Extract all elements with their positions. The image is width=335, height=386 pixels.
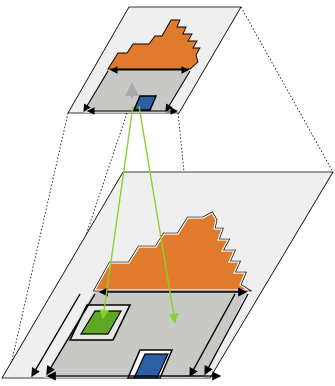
projection-line-right-outer <box>240 6 334 173</box>
bottom-arrow-left-side-2 <box>31 293 81 378</box>
bottom-door <box>133 353 169 379</box>
bottom-window <box>79 310 123 335</box>
bottom-arrow-right-side-2 <box>189 293 236 378</box>
top-arrow-left-side <box>83 70 109 112</box>
top-arrow-right-side <box>165 70 191 112</box>
projection-line-left-inner <box>37 112 128 379</box>
link-line-to-window <box>99 105 134 320</box>
top-roof <box>107 19 201 70</box>
link-line-to-body <box>138 105 179 324</box>
bottom-arrow-right-side-1 <box>204 293 249 376</box>
top-level-plane <box>67 6 242 115</box>
bottom-arrow-left-side-1 <box>46 293 96 376</box>
bottom-roof-inner-outline <box>93 212 251 291</box>
